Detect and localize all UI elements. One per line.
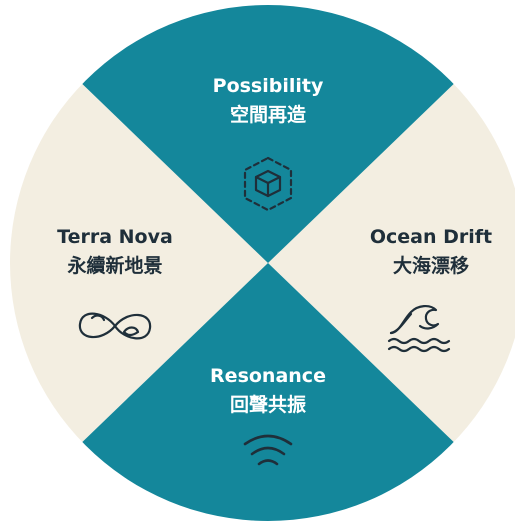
segment-right xyxy=(268,5,515,521)
segment-bottom-label: Resonance 回聲共振 xyxy=(168,364,368,418)
segment-right-subtitle: 大海漂移 xyxy=(392,255,469,277)
segment-bottom-subtitle: 回聲共振 xyxy=(229,394,306,416)
wave-icon xyxy=(387,305,451,353)
segment-bottom-title: Resonance xyxy=(210,365,326,387)
segment-bottom xyxy=(10,263,515,521)
segment-left-label: Terra Nova 永續新地景 xyxy=(30,225,200,279)
dashed-cube-icon xyxy=(243,156,293,212)
wifi-signal-icon xyxy=(243,434,293,466)
infinity-leaf-icon xyxy=(78,312,152,340)
segment-right-title: Ocean Drift xyxy=(369,226,493,248)
segment-left-subtitle: 永續新地景 xyxy=(67,255,163,277)
segment-left-title: Terra Nova xyxy=(57,226,173,248)
segment-right-label: Ocean Drift 大海漂移 xyxy=(346,225,515,279)
segment-top xyxy=(10,5,515,263)
segment-top-subtitle: 空間再造 xyxy=(229,104,306,126)
segment-top-label: Possibility 空間再造 xyxy=(168,74,368,128)
segment-left xyxy=(10,5,268,521)
segment-top-title: Possibility xyxy=(212,75,324,97)
